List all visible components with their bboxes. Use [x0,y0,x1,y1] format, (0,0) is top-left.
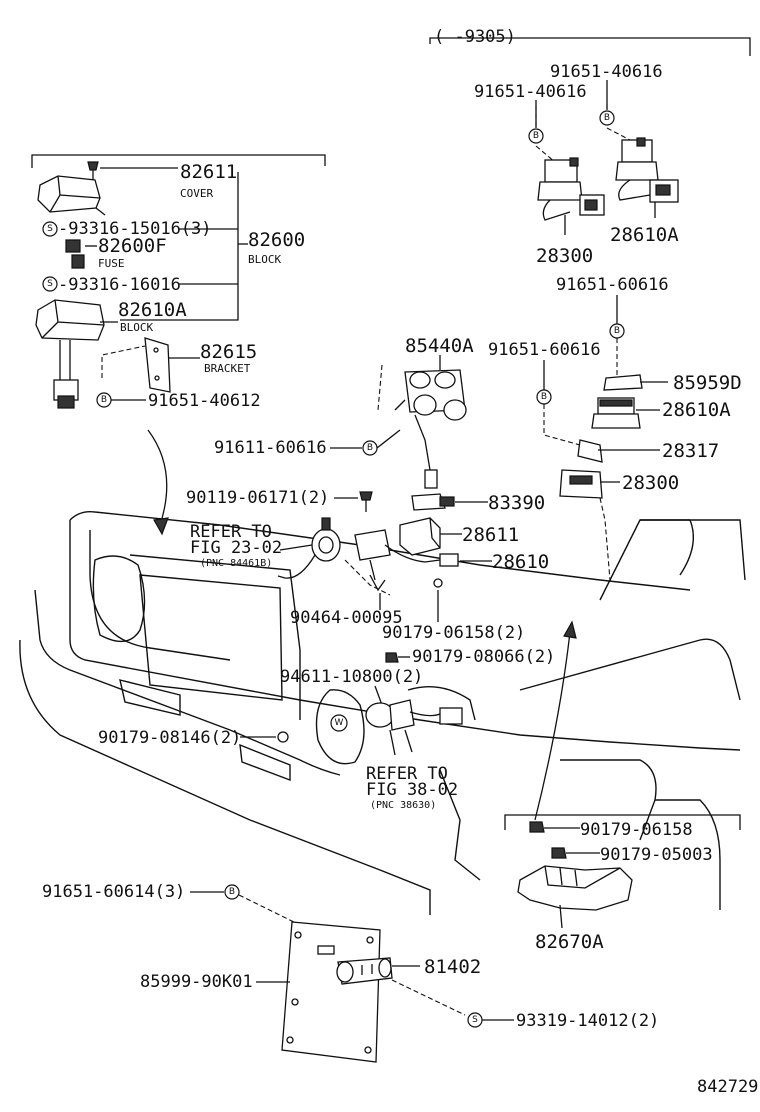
marker-letter: S [472,1015,478,1025]
label-28300-top: 28300 [536,245,593,267]
screw-marker-3: S [467,1012,483,1028]
range-bracket: ( -9305) [429,27,751,56]
label-90179-06158: 90179-06158 [580,820,693,840]
bracket-82615 [101,337,200,393]
label-93316-15016: -93316-15016(3) [58,219,212,239]
marker-letter: B [101,395,107,405]
marker-letter: B [367,443,373,453]
label-90179-05003: 90179-05003 [600,845,713,865]
left-bracket [31,154,326,168]
label-82615: 82615 [200,341,257,363]
label-82610a: 82610A [118,299,187,321]
label-82611: 82611 [180,161,237,183]
label-85440a: 85440A [405,335,474,357]
label-91651-60616-a: 91651-60616 [556,275,669,295]
bolt-marker-5: B [96,392,112,408]
label-90179-08066: 90179-08066(2) [412,647,555,667]
relay-28611 [399,517,441,556]
label-83390: 83390 [488,492,545,514]
label-block-a: BLOCK [248,253,281,266]
label-82670a: 82670A [535,931,604,953]
label-85959d: 85959D [673,372,742,394]
fuse-block-assembly [35,161,178,409]
bolt-marker-2: B [599,110,615,126]
label-28300-mid: 28300 [622,472,679,494]
label-90119-06171: 90119-06171(2) [186,488,329,508]
marker-letter: B [541,392,547,402]
bolt-marker-3: B [609,323,625,339]
label-91651-40616-a: 91651-40616 [550,62,663,82]
label-28610a-mid: 28610A [662,399,731,421]
label-91651-40616-b: 91651-40616 [474,82,587,102]
range-label: ( -9305) [434,27,516,47]
label-28611: 28611 [462,524,519,546]
marker-letter: B [604,113,610,123]
label-91611-60616: 91611-60616 [214,438,327,458]
mounting-plate [281,921,381,1063]
label-28317: 28317 [662,440,719,462]
marker-letter: B [533,131,539,141]
bolt-marker-1: B [528,128,544,144]
label-93319-14012: 93319-14012(2) [516,1011,659,1031]
refer-b-line1: REFER TO [366,764,448,784]
label-91651-60616-b: 91651-60616 [488,340,601,360]
vehicle-body [19,510,746,915]
label-fuse: FUSE [98,257,125,270]
marker-letter: W [335,718,344,728]
washer-marker: W [330,714,348,732]
bolt-marker-7: B [224,884,240,900]
label-90464-00095: 90464-00095 [290,608,403,628]
label-cover: COVER [180,187,213,200]
relay-bracket-82670a [517,821,633,929]
right-lower-bracket [504,814,741,830]
label-94611-10800: 94611-10800(2) [280,667,423,687]
bolt-marker-6: B [362,440,378,456]
motor-ref-23-02 [277,517,341,579]
marker-letter: S [47,224,53,234]
label-81402: 81402 [424,956,481,978]
label-91651-60614: 91651-60614(3) [42,882,185,902]
switch-83390 [411,493,455,511]
label-91651-40612: 91651-40612 [148,391,261,411]
label-28610a-top: 28610A [610,224,679,246]
screw-marker-2: S [42,276,58,292]
label-82600: 82600 [248,229,305,251]
label-85999-90k01: 85999-90K01 [140,972,253,992]
marker-letter: B [614,326,620,336]
arrow-curve-left [147,429,168,526]
label-82600f: 82600F [98,235,167,257]
bolt-marker-4: B [536,389,552,405]
refer-b-line3: (PNC 38630) [370,800,436,811]
socket-81402 [336,957,393,985]
headlamp-motor [365,699,463,756]
relay-28610 [354,529,459,581]
label-90179-08146: 90179-08146(2) [98,728,241,748]
refer-a-line2: FIG 23-02 [190,538,282,558]
screw-marker-1: S [42,221,58,237]
label-93316-16016: -93316-16016 [58,275,181,295]
label-bracket: BRACKET [204,362,251,375]
relay-group-top [535,104,679,235]
figure-code: 842729E [697,1077,760,1097]
arrow-up-right [534,631,571,821]
label-block-b: BLOCK [120,321,153,334]
refer-a-line1: REFER TO [190,522,272,542]
label-28610: 28610 [492,551,549,573]
marker-letter: S [47,279,53,289]
refer-b-line2: FIG 38-02 [366,780,458,800]
refer-a-line3: (PNC 84461B) [200,558,272,569]
valve-85440a [377,364,467,489]
relay-group-mid [559,374,668,581]
marker-letter: B [229,887,235,897]
label-90179-06158-2: 90179-06158(2) [382,623,525,643]
